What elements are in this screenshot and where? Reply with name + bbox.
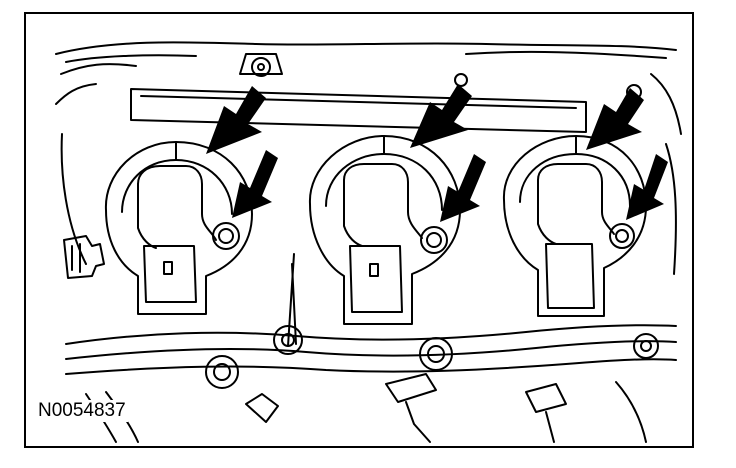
arrow-coil-1 [206,86,266,154]
arrow-bolt-1 [232,150,278,218]
arrow-coil-2 [410,84,472,148]
figure-reference-code: N0054837 [36,400,128,422]
coil-2 [308,135,461,325]
engine-background [55,41,682,443]
arrow-bolt-2 [440,154,486,222]
arrow-bolt-3 [626,154,668,220]
coil-3 [502,135,647,317]
engine-illustration [55,41,682,443]
coil-1 [104,141,253,315]
arrow-coil-3 [586,88,644,150]
callout-arrows [206,84,668,222]
diagram-frame: N0054837 [24,12,694,448]
